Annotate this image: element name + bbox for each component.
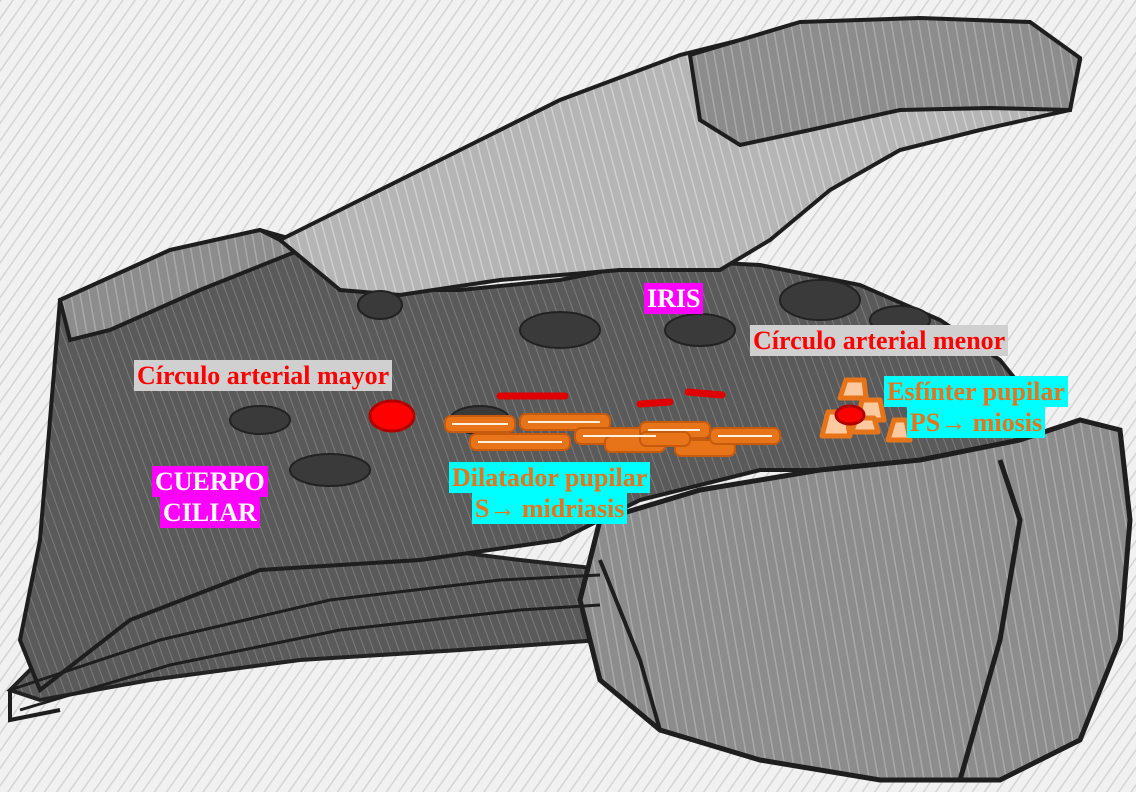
minor-arterial-circle-label: Círculo arterial menor xyxy=(750,325,1008,356)
minor-arterial-circle-text: Círculo arterial menor xyxy=(750,325,1008,356)
sphincter-label-line-1: Esfínter pupilar xyxy=(884,376,1068,407)
iris-label-text: IRIS xyxy=(644,283,703,314)
ciliary-body-label-line-1: CUERPO xyxy=(152,466,268,497)
iris-label: IRIS xyxy=(644,283,703,314)
major-arterial-circle-label: Círculo arterial mayor xyxy=(134,360,392,391)
dilator-label: Dilatador pupilar S→ midriasis xyxy=(449,462,650,524)
dilator-label-line-2: S→ midriasis xyxy=(472,493,628,524)
major-arterial-circle-dot xyxy=(370,401,414,431)
minor-arterial-circle-dot xyxy=(836,406,864,424)
dilator-label-line-1: Dilatador pupilar xyxy=(449,462,650,493)
ciliary-body-label-line-2: CILIAR xyxy=(160,497,260,528)
ciliary-body-label: CUERPO CILIAR xyxy=(152,466,268,528)
sphincter-label-line-2: PS→ miosis xyxy=(907,407,1045,438)
major-arterial-circle-text: Círculo arterial mayor xyxy=(134,360,392,391)
sphincter-label: Esfínter pupilar PS→ miosis xyxy=(884,376,1068,438)
